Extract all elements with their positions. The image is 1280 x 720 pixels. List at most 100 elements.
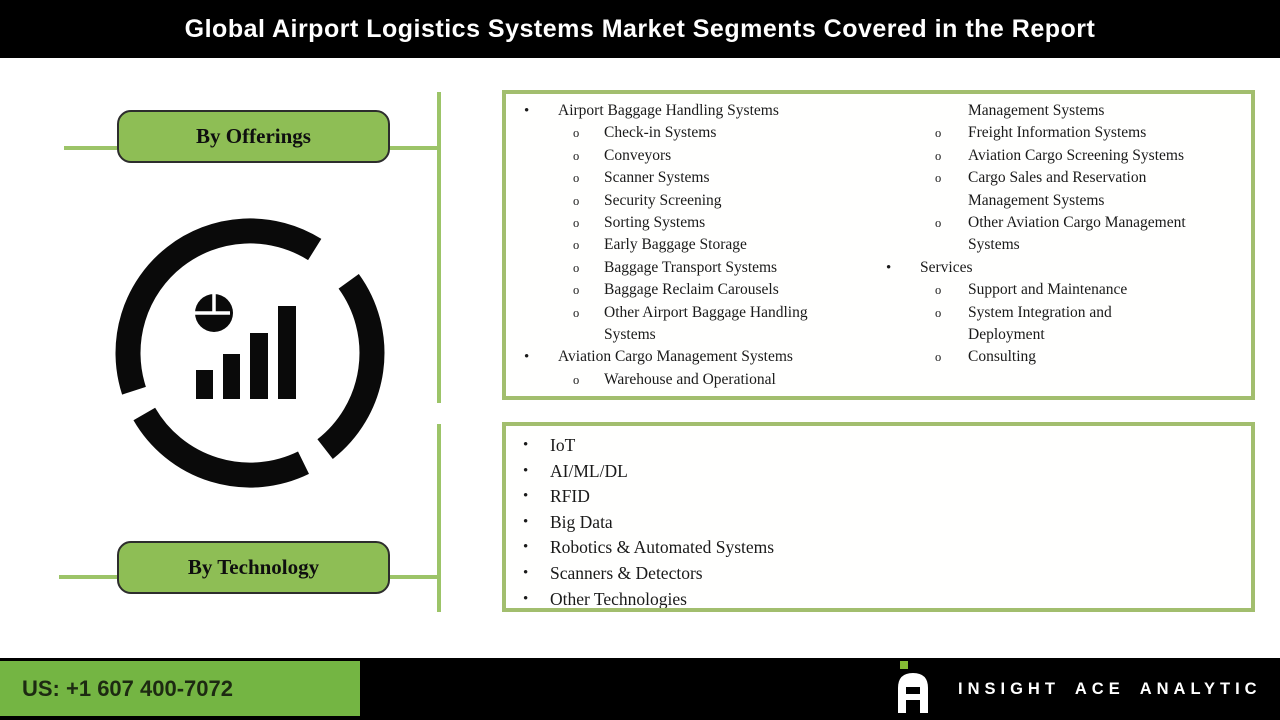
by-technology-text: By Technology — [187, 555, 320, 579]
list-item-text: Security Screening — [604, 191, 722, 209]
title-bar: Global Airport Logistics Systems Market … — [0, 0, 1280, 58]
offerings-column-1: • Airport Baggage Handling Systems o Check-… — [506, 100, 874, 396]
list-item-text: Cargo Sales and Reservation Management S… — [968, 169, 1147, 209]
list-item: • Scanners & Detectors — [506, 561, 1249, 587]
list-item: Management Systems — [874, 100, 1249, 122]
circle-bullet-icon: o — [573, 148, 580, 163]
circle-bullet-icon: o — [935, 126, 942, 141]
bullet-icon: • — [524, 103, 530, 119]
analytics-chart-icon — [115, 218, 385, 488]
list-item-text: Warehouse and Operational — [604, 370, 776, 388]
phone-number: US: +1 607 400-7072 — [22, 675, 233, 701]
circle-bullet-icon: o — [573, 305, 580, 320]
list-item-text: Sorting Systems — [604, 214, 706, 232]
list-item-text: Services — [920, 258, 973, 276]
list-item: • Aviation Cargo Management Systems — [506, 346, 874, 368]
list-item-text: Other Technologies — [550, 588, 687, 609]
circle-bullet-icon: o — [935, 283, 942, 298]
list-item: • Robotics & Automated Systems — [506, 535, 1249, 561]
list-item: • Services — [874, 257, 1249, 279]
circle-bullet-icon: o — [935, 305, 942, 320]
bracket-line-offerings — [437, 92, 441, 403]
circle-bullet-icon: o — [935, 148, 942, 163]
circle-bullet-icon: o — [935, 171, 942, 186]
connector-line — [390, 575, 437, 579]
list-item: o System Integration and Deployment — [874, 302, 1249, 347]
bullet-icon: • — [524, 349, 530, 366]
bracket-line-technology — [437, 424, 441, 612]
list-item-text: Airport Baggage Handling Systems — [558, 102, 779, 119]
list-item: • Big Data — [506, 510, 1249, 536]
by-offerings-text: By Offerings — [196, 124, 311, 148]
list-item: o Baggage Transport Systems — [506, 257, 874, 279]
circle-bullet-icon: o — [573, 238, 580, 253]
list-item-text: Early Baggage Storage — [604, 236, 747, 254]
list-item-text: System Integration and Deployment — [968, 303, 1112, 344]
circle-bullet-icon: o — [573, 372, 580, 387]
circle-bullet-icon: o — [573, 171, 580, 186]
phone-bar: US: +1 607 400-7072 — [0, 661, 360, 716]
list-item: o Baggage Reclaim Carousels — [506, 279, 874, 301]
list-item: o Other Airport Baggage Handling Systems — [506, 302, 874, 347]
list-item: • Airport Baggage Handling Systems — [506, 100, 874, 122]
bullet-icon: • — [523, 590, 529, 607]
bullet-icon: • — [523, 539, 529, 556]
list-item: o Check-in Systems — [506, 122, 874, 144]
list-item-text: Other Airport Baggage Handling Systems — [604, 303, 808, 344]
list-item-text: Baggage Reclaim Carousels — [604, 281, 779, 299]
list-item-text: Management Systems — [968, 102, 1105, 119]
list-item: • AI/ML/DL — [506, 459, 1249, 485]
list-item: • IoT — [506, 433, 1249, 459]
list-item: o Warehouse and Operational — [506, 369, 874, 391]
list-item-text: Aviation Cargo Management Systems — [558, 348, 793, 366]
circle-bullet-icon: o — [573, 193, 580, 208]
circle-bullet-icon: o — [573, 283, 580, 298]
list-item: o Conveyors — [506, 145, 874, 167]
list-item: • RFID — [506, 484, 1249, 510]
connector-line — [390, 146, 438, 150]
circle-bullet-icon: o — [935, 350, 942, 365]
connector-line — [64, 146, 117, 150]
brand-name: INSIGHT ACE ANALYTIC — [958, 679, 1262, 698]
list-item: o Sorting Systems — [506, 212, 874, 234]
list-item: o Security Screening — [506, 190, 874, 212]
list-item-text: Baggage Transport Systems — [604, 258, 778, 276]
list-item-text: Scanners & Detectors — [550, 562, 703, 583]
page-title: Global Airport Logistics Systems Market … — [184, 14, 1096, 43]
list-item-text: Check-in Systems — [604, 124, 717, 142]
circle-bullet-icon: o — [935, 216, 942, 231]
footer-bar: US: +1 607 400-7072 INSIGHT ACE ANALYTIC — [0, 658, 1280, 720]
list-item-text: Consulting — [968, 348, 1037, 366]
bullet-icon: • — [523, 462, 529, 479]
offerings-segments-box: • Airport Baggage Handling Systems o Check-… — [502, 90, 1255, 400]
list-item-text: RFID — [550, 486, 590, 507]
circle-bullet-icon: o — [573, 126, 580, 141]
list-item: o Cargo Sales and Reservation Management … — [874, 167, 1249, 212]
list-item-text: Scanner Systems — [604, 169, 710, 187]
list-item-text: Big Data — [550, 511, 613, 532]
circle-bullet-icon: o — [573, 216, 580, 231]
list-item-text: Support and Maintenance — [968, 281, 1128, 299]
bullet-icon: • — [523, 564, 529, 581]
list-item: • Other Technologies — [506, 587, 1249, 609]
bullet-icon: • — [523, 488, 529, 505]
list-item-text: Other Aviation Cargo Management Systems — [968, 214, 1186, 254]
list-item-text: Conveyors — [604, 146, 672, 164]
list-item: o Other Aviation Cargo Management Systems — [874, 212, 1249, 257]
pie-chart-glyph — [194, 293, 230, 315]
list-item: o Scanner Systems — [506, 167, 874, 189]
bullet-icon: • — [886, 259, 892, 276]
circle-bullet-icon: o — [573, 260, 580, 275]
bullet-icon: • — [523, 437, 529, 453]
list-item-text: Aviation Cargo Screening Systems — [968, 146, 1184, 164]
list-item: o Early Baggage Storage — [506, 234, 874, 256]
by-offerings-label: By Offerings — [117, 110, 390, 163]
insight-ace-logo-icon — [898, 661, 928, 713]
list-item-text: Robotics & Automated Systems — [550, 537, 775, 558]
list-item-text: IoT — [550, 435, 576, 455]
list-item: o Consulting — [874, 346, 1249, 368]
bullet-icon: • — [523, 513, 529, 530]
list-item-text: AI/ML/DL — [550, 460, 628, 481]
